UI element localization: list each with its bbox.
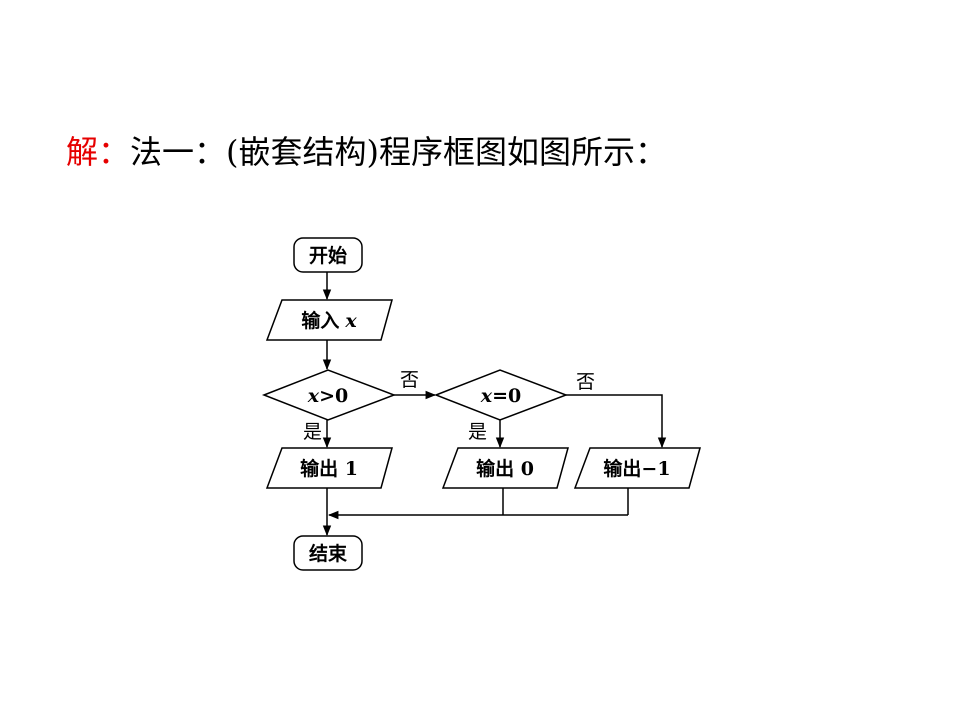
outputneg1-label: 输出−1 (603, 457, 670, 480)
start-node (293, 237, 363, 273)
arrow-decision2-outputneg1 (566, 394, 667, 449)
end-label: 结束 (309, 542, 348, 565)
no-label-1: 否 (400, 369, 419, 391)
yes-label-1: 是 (303, 421, 322, 443)
output0-label: 输出 0 (476, 457, 534, 480)
no-label-2: 否 (576, 371, 595, 393)
output-1-node (265, 447, 393, 489)
yes-label-2: 是 (468, 421, 487, 443)
heading-text: 法一：(嵌套结构)程序框图如图所示： (130, 133, 667, 171)
decision1-label: x>0 (307, 385, 348, 407)
output-0-node (441, 447, 569, 489)
decision2-label: x=0 (480, 385, 521, 407)
input-node (265, 299, 393, 341)
start-label: 开始 (309, 244, 347, 267)
heading-prefix: 解： (66, 133, 131, 171)
output1-label: 输出 1 (300, 457, 358, 480)
heading: 解：法一：(嵌套结构)程序框图如图所示： (66, 128, 667, 176)
